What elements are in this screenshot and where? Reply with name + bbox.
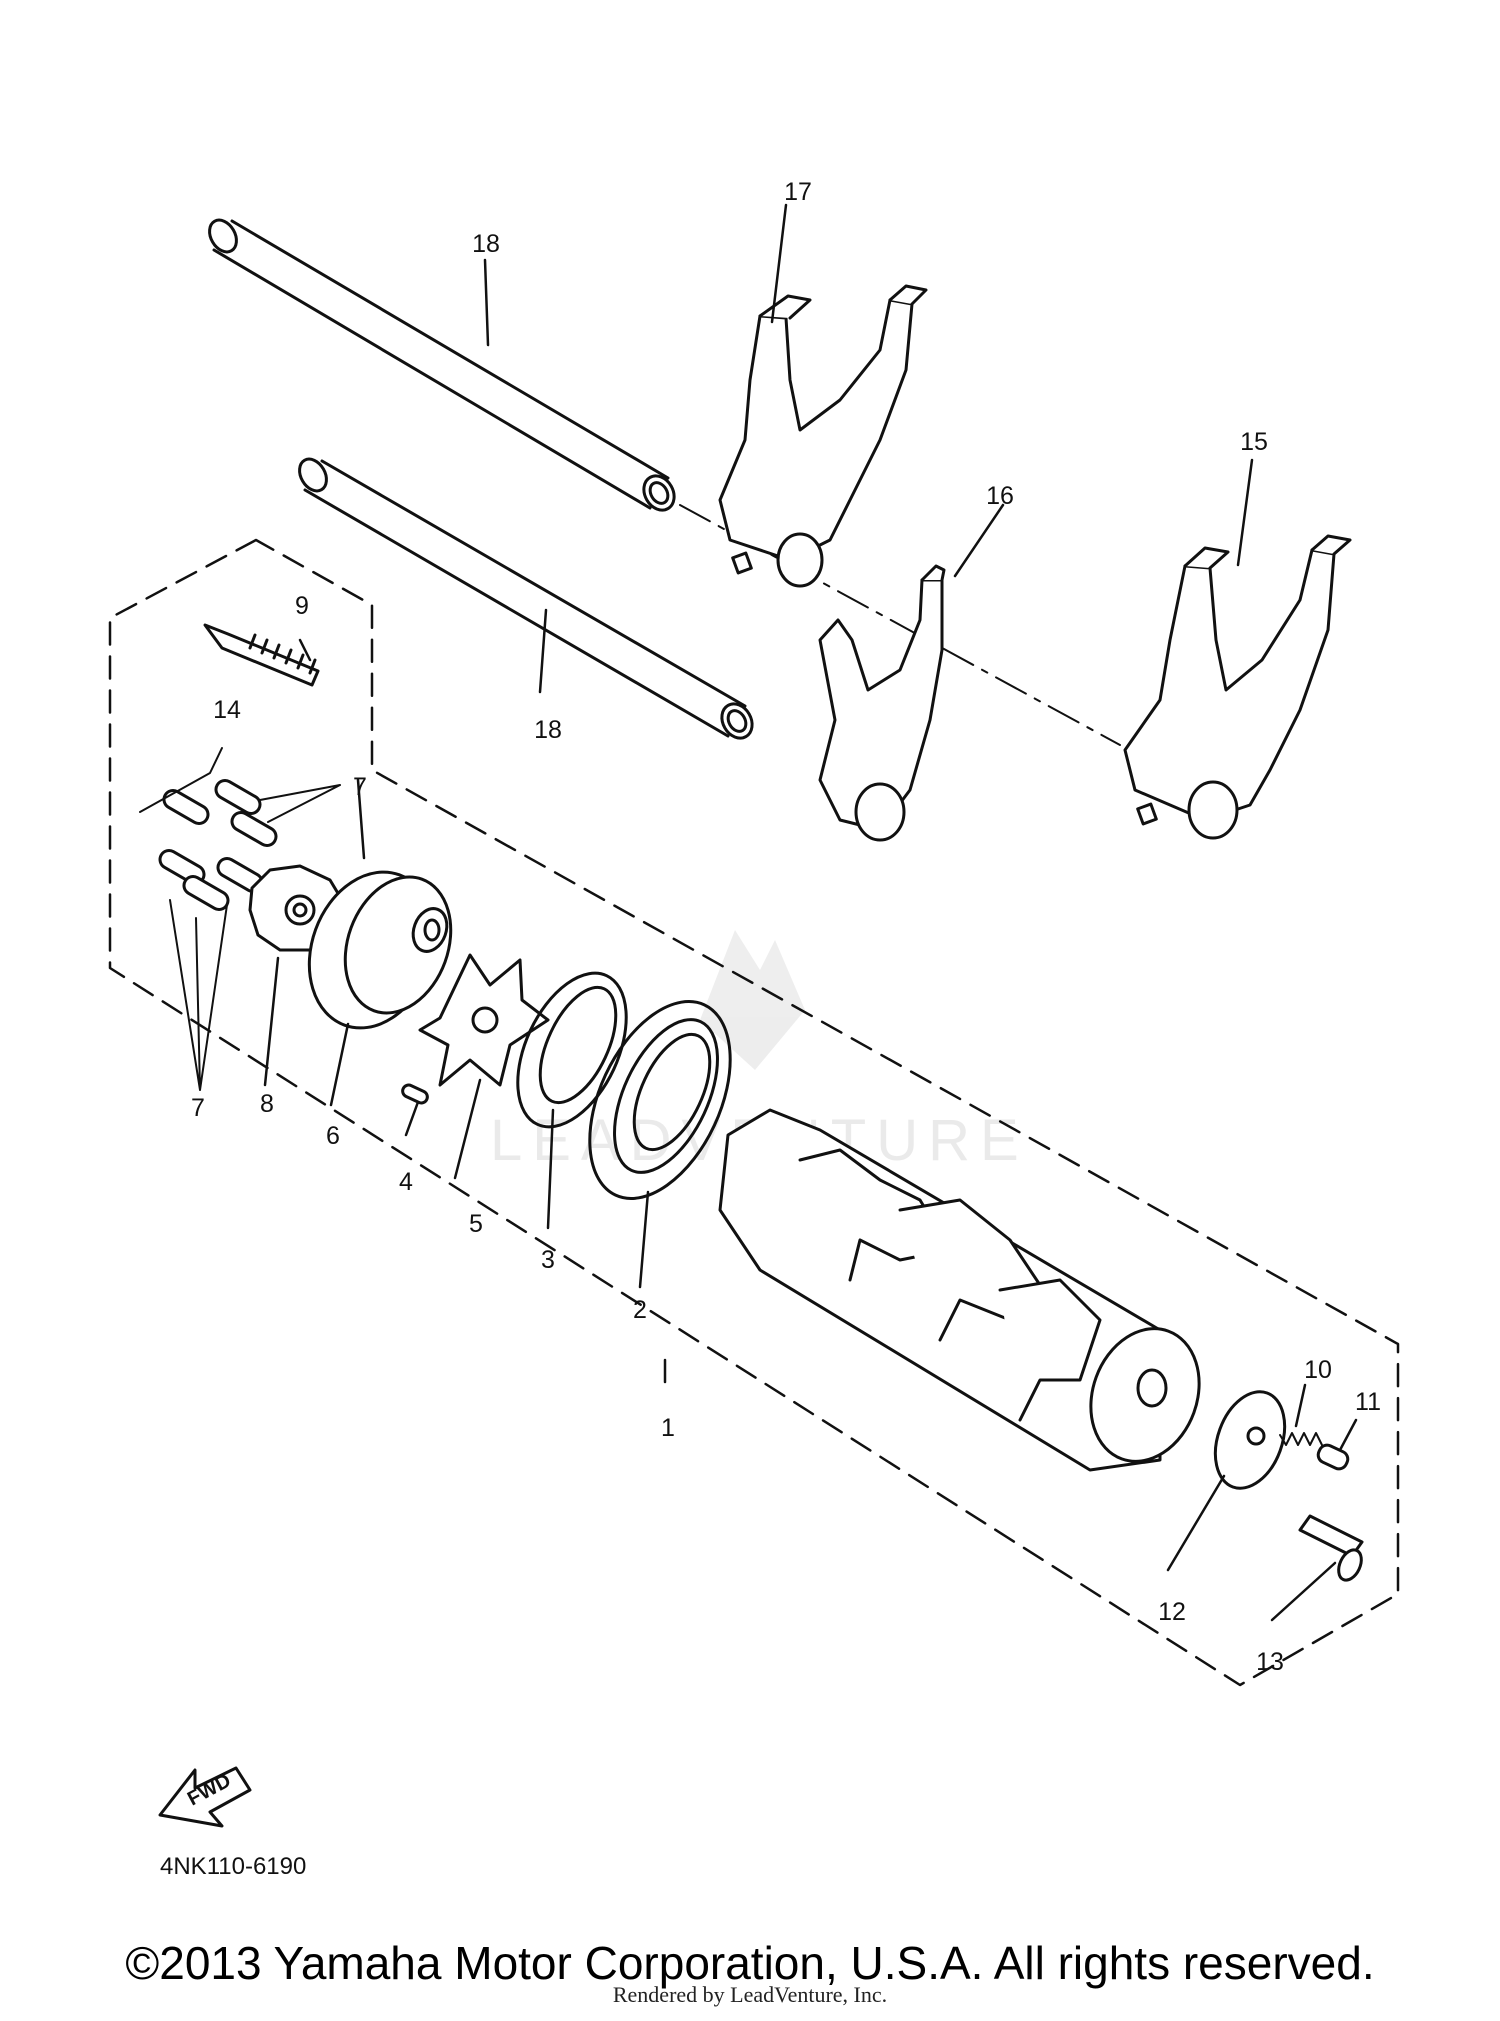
callout-2: 2 [633,1296,647,1324]
callout-14: 14 [213,696,241,724]
callout-8: 8 [260,1090,274,1118]
fwd-arrow-icon: FWD [158,1766,252,1828]
copyright-notice: ©2013 Yamaha Motor Corporation, U.S.A. A… [125,1937,1375,1989]
part-code: 4NK110-6190 [160,1853,306,1880]
callout-12: 12 [1158,1598,1186,1626]
callout-6: 6 [326,1122,340,1150]
callout-13: 13 [1256,1648,1284,1676]
bearing-2 [588,1000,732,1200]
screw-9 [203,623,320,687]
callout-1: 1 [661,1414,675,1442]
shift-fork-15 [1123,534,1352,840]
callout-16: 16 [986,482,1014,510]
shift-drum [718,1108,1201,1472]
shift-fork-16 [818,564,946,842]
callout-11: 11 [1355,1388,1381,1416]
stopper-plate-5 [418,953,550,1087]
spring-10 [1279,1432,1323,1446]
callout-7-upper: 7 [353,773,367,801]
callout-18-upper: 18 [472,230,500,258]
callout-10: 10 [1304,1356,1332,1384]
leader-lines-7-14 [139,747,341,1091]
callout-labels: 1 2 3 4 5 6 7 7 8 9 10 11 12 13 14 15 16… [191,178,1381,1676]
screw-13 [1298,1514,1364,1582]
rendered-by-notice: Rendered by LeadVenture, Inc. [612,1982,888,2007]
fork-guide-bar-lower [298,457,754,740]
fork-guide-bar-upper [208,218,676,512]
callout-leaders [263,203,1358,1622]
washer-12 [1213,1390,1287,1490]
callout-7-lower: 7 [191,1094,205,1122]
callout-15: 15 [1240,428,1268,456]
callout-5: 5 [469,1210,483,1238]
callout-9: 9 [295,592,309,620]
callout-3: 3 [541,1246,555,1274]
callout-4: 4 [399,1168,413,1196]
shift-cam-6 [307,870,453,1030]
plug-11 [1316,1443,1350,1471]
assembly-boundary [108,538,1400,1687]
dowel-pin-4 [401,1083,429,1105]
shift-fork-17 [718,284,928,588]
callout-18-lower: 18 [534,716,562,744]
oil-seal-3 [516,971,628,1129]
callout-17: 17 [784,178,812,206]
